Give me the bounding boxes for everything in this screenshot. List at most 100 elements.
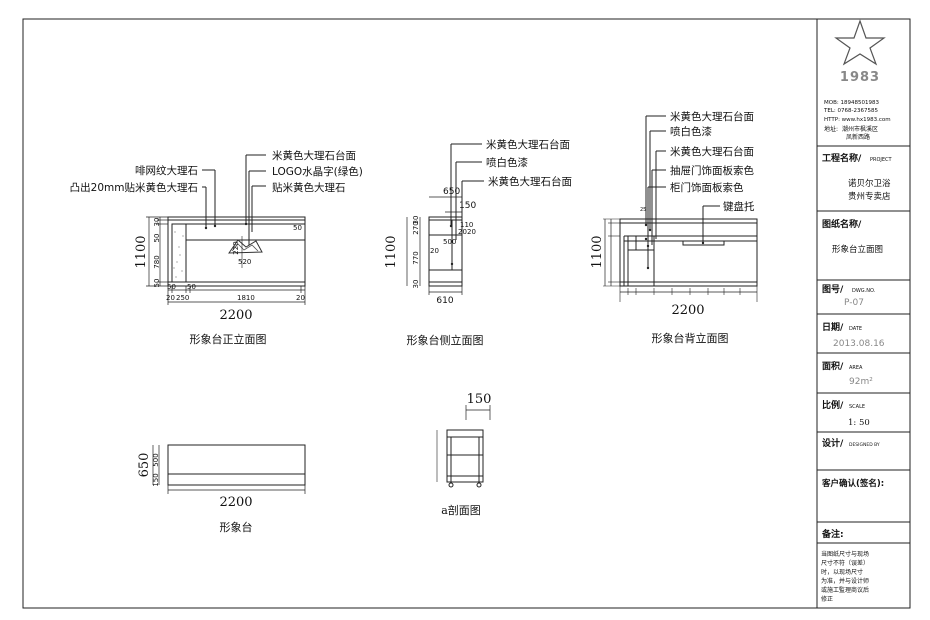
scale-value: 1: 50: [848, 418, 870, 428]
side-elevation: 米黄色大理石台面 喷白色漆 米黄色大理石台面 650 150 110 20 20…: [384, 138, 572, 347]
side-dim-h3: 770: [412, 251, 420, 264]
date-label: 日期/: [822, 321, 844, 333]
side-note-1: 米黄色大理石台面: [486, 138, 570, 151]
plan-dim-d2: 500: [152, 453, 160, 466]
designer-label: 设计/: [822, 437, 844, 449]
back-note-5: 柜门饰面板索色: [670, 181, 744, 194]
front-counter-outline: [167, 216, 306, 287]
project-label: 工程名称/: [822, 152, 862, 164]
logo-star-icon: [834, 19, 886, 66]
dim-front-right-top: 50: [293, 224, 302, 232]
caster-icon: [476, 482, 482, 488]
drawing-no-value: P-07: [844, 298, 864, 308]
dim-front-h2: 50: [153, 234, 161, 243]
note-brown-marble: 啡网纹大理石: [135, 164, 198, 177]
back-outline: [619, 218, 758, 287]
section-caption: a剖面图: [441, 503, 481, 517]
remark-line: 修正: [821, 595, 833, 603]
back-dim-total-height: 1100: [590, 235, 605, 268]
contact-tel: TEL: 0768-2367585: [823, 108, 878, 114]
dim-front-h4: 50: [153, 279, 161, 288]
side-note-3: 米黄色大理石台面: [488, 175, 572, 188]
drawing-no-label-en: DWG.NO.: [852, 288, 876, 294]
scale-label-en: SCALE: [849, 404, 865, 410]
front-logo-icon: [228, 239, 263, 254]
plan-dim-width: 2200: [219, 495, 252, 510]
side-dim-h1: 30: [412, 216, 420, 225]
note-protrude: 凸出20mm贴米黄色大理石: [70, 181, 198, 194]
dim-front-b4: 1810: [237, 294, 255, 302]
outer-frame: [22, 18, 911, 609]
dim-front-h3: 780: [153, 255, 161, 268]
side-dim-s2: 20: [458, 228, 467, 236]
dim-front-logo-w: 520: [238, 258, 251, 266]
back-elevation: 米黄色大理石台面 喷白色漆 米黄色大理石台面 抽屉门饰面板索色 柜门饰面板索色 …: [590, 110, 758, 345]
side-dim-bottom: 610: [436, 296, 453, 306]
plan-outline: [167, 444, 306, 486]
side-dim-total-height: 1100: [384, 235, 399, 268]
title-block: 1983 MOB: 18948501983 TEL: 0768-2367585 …: [817, 19, 910, 603]
contact-http: HTTP: www.hx1983.com: [824, 117, 891, 123]
dim-front-b6: 50: [167, 283, 176, 291]
side-outline: [428, 216, 463, 287]
dim-front-b1: 20: [166, 294, 175, 302]
note-facing: 贴米黄色大理石: [272, 181, 346, 194]
side-dim-s4: 500: [443, 238, 456, 246]
back-caption: 形象台背立面图: [652, 331, 729, 345]
designer-label-en: DESIGNED BY: [849, 442, 880, 448]
back-dim-total-width: 2200: [671, 303, 704, 318]
project-value-1: 诺贝尔卫浴: [848, 178, 891, 189]
side-dim-top: 650: [443, 187, 460, 197]
side-dim-h2: 270: [412, 221, 420, 234]
drawing-name-value: 形象台立面图: [832, 244, 883, 255]
dim-front-h1: 30: [153, 218, 161, 227]
marble-pattern: [173, 231, 184, 278]
plan-dim-depth: 650: [137, 453, 152, 478]
scale-label: 比例/: [822, 399, 844, 411]
dim-front-b3: 50: [187, 283, 196, 291]
dim-front-logo-h: 220: [232, 241, 240, 254]
date-label-en: DATE: [849, 326, 862, 332]
caster-icon: [448, 482, 454, 488]
date-value: 2013.08.16: [833, 339, 885, 349]
area-value: 92m²: [849, 377, 873, 387]
remark-line: 尺寸不符（误差）: [821, 559, 869, 567]
dim-front-b5: 20: [296, 294, 305, 302]
back-note-1: 米黄色大理石台面: [670, 110, 754, 123]
side-dim-h4: 30: [412, 280, 420, 289]
back-note-2: 喷白色漆: [670, 125, 712, 138]
dim-front-total-height: 1100: [134, 235, 149, 268]
drawing-name-label: 图纸名称/: [822, 218, 862, 230]
side-note-2: 喷白色漆: [486, 156, 528, 169]
back-note-3: 米黄色大理石台面: [670, 145, 754, 158]
side-dim-s1: 110: [460, 221, 473, 229]
plan-view: 2200 150 500 650 形象台: [137, 444, 306, 534]
area-label: 面积/: [822, 360, 844, 372]
dim-front-total-width: 2200: [219, 308, 252, 323]
back-dim-top: 25: [640, 207, 646, 213]
back-note-4: 抽屉门饰面板索色: [670, 164, 754, 177]
remarks-text: 当图纸尺寸与现场 尺寸不符（误差） 时，以现场尺寸 为准，并与设计师 或施工監理…: [821, 550, 869, 603]
project-value-2: 贵州专卖店: [848, 191, 891, 202]
remark-line: 时，以现场尺寸: [821, 568, 863, 576]
contact-addr-line1: 潮州市枫溪区: [842, 125, 878, 133]
front-caption: 形象台正立面图: [190, 332, 267, 346]
contact-mob: MOB: 18948501983: [824, 100, 879, 106]
note-logo: LOGO水晶字(绿色): [272, 165, 363, 178]
side-dim-s3: 20: [467, 228, 476, 236]
side-dim-depth: 150: [459, 201, 476, 211]
remark-line: 当图纸尺寸与现场: [821, 550, 869, 558]
note-countertop: 米黄色大理石台面: [272, 149, 356, 162]
side-dim-s5: 20: [430, 247, 439, 255]
logo-text: 1983: [840, 70, 880, 85]
section-a: 150 a剖面图: [436, 392, 491, 517]
remarks-label: 备注:: [821, 528, 844, 540]
back-note-6: 键盘托: [723, 200, 755, 213]
plan-dim-d1: 150: [152, 473, 160, 486]
front-elevation: 米黄色大理石台面 LOGO水晶字(绿色) 贴米黄色大理石 啡网纹大理石 凸出20…: [70, 149, 363, 346]
remark-line: 或施工監理商议后: [821, 586, 869, 594]
section-body: [446, 429, 484, 483]
dim-front-b2: 250: [176, 294, 189, 302]
contact-addr-label: 地址:: [824, 125, 838, 133]
